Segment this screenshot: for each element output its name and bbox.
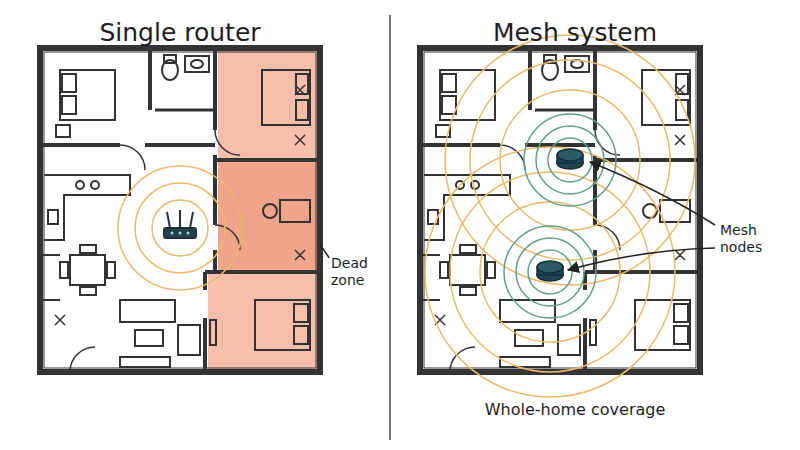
callout-label: Dead zone: [331, 255, 383, 289]
caption-label: Whole-home coverage: [485, 400, 666, 419]
panel-heading: Mesh system: [493, 18, 657, 47]
panel-heading: Single router: [99, 18, 260, 47]
callout-label: Mesh nodes: [720, 222, 780, 256]
